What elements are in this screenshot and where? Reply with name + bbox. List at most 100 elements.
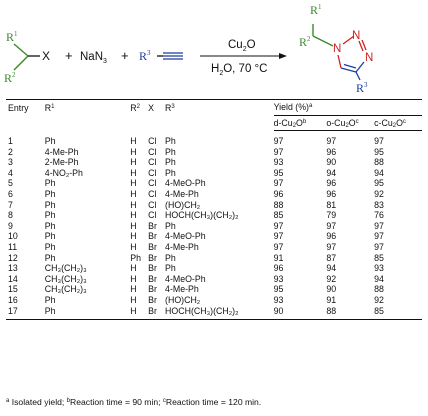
- cell-r1: Ph: [44, 220, 56, 231]
- cell-r3: Ph: [165, 135, 176, 146]
- cell-r2: Ph: [130, 252, 142, 263]
- cell-x: Cl: [148, 157, 157, 168]
- alkyne-r3-label: R3: [139, 49, 151, 63]
- cell-r3: 4-Me-Ph: [165, 188, 199, 199]
- reaction-arrow: [200, 53, 287, 59]
- cell-r3: Ph: [165, 167, 176, 178]
- cell-yield-c-cu2o: 97: [374, 231, 384, 242]
- cell-r3: 4-Me-Ph: [165, 284, 199, 295]
- cell-r2: H: [130, 167, 137, 178]
- cell-yield-d-cu2o: 97: [273, 146, 284, 157]
- results-table: Entry R1 R2 X R3 Yield (%)a d-Cu2Ob o-Cu…: [6, 99, 422, 321]
- col-header-r2: R2: [130, 99, 149, 131]
- table-subheader-row: d-Cu2Ob o-Cu2Oc c-Cu2Oc: [6, 115, 422, 131]
- triazole-n2: N: [352, 30, 360, 42]
- table-header-row: Entry R1 R2 X R3 Yield (%)a: [6, 99, 422, 131]
- cell-x: Br: [148, 294, 157, 305]
- cell-yield-c-cu2o: 97: [374, 241, 384, 252]
- cell-yield-o-cu2o: 91: [326, 294, 337, 305]
- cell-yield-d-cu2o: 97: [273, 220, 284, 231]
- cell-x: Br: [148, 241, 157, 252]
- cell-yield-o-cu2o: 97: [326, 136, 337, 146]
- cell-x: Cl: [148, 135, 157, 146]
- cell-r1: Ph: [44, 188, 56, 199]
- cell-yield-c-cu2o: 95: [374, 178, 384, 189]
- cell-yield-d-cu2o: 90: [273, 305, 327, 321]
- cell-yield-o-cu2o: 81: [326, 199, 337, 210]
- cell-x: Br: [148, 273, 157, 284]
- cell-yield-c-cu2o: 92: [374, 294, 384, 305]
- cell-yield-c-cu2o: 94: [374, 167, 384, 178]
- cell-r2: H: [130, 178, 137, 189]
- cell-x: Br: [148, 220, 157, 231]
- cell-yield-o-cu2o: 92: [326, 273, 337, 284]
- cell-r3: Ph: [165, 252, 176, 263]
- reaction-scheme-drawing: R1 R2 X + NaN3 + R3 Cu2O H2O, 70 °C R1 R…: [4, 3, 373, 95]
- cell-yield-c-cu2o: 97: [374, 220, 384, 231]
- cell-r1: Ph: [44, 231, 56, 242]
- cell-entry: 1: [8, 135, 13, 146]
- cell-entry: 6: [8, 188, 13, 199]
- cell-r3: Ph: [165, 146, 176, 157]
- cell-entry: 15: [8, 284, 18, 295]
- col-header-d-cu2o: d-Cu2Ob: [273, 115, 327, 131]
- cell-yield-d-cu2o: 93: [273, 273, 284, 284]
- cell-yield-c-cu2o: 83: [374, 199, 384, 210]
- triazole-n3: N: [365, 52, 373, 64]
- cell-r1: Ph: [44, 294, 56, 305]
- cell-r2: H: [130, 188, 137, 199]
- cell-entry: 7: [8, 199, 13, 210]
- cell-x: Cl: [148, 199, 157, 210]
- cell-r1: Ph: [44, 178, 56, 189]
- cell-x: Cl: [148, 210, 157, 221]
- product-r2-label: R2: [299, 35, 311, 49]
- cell-yield-o-cu2o: 90: [326, 157, 337, 168]
- cell-r2: H: [130, 135, 137, 146]
- cell-r1: 2-Me-Ph: [44, 157, 79, 168]
- cell-r3: 4-MeO-Ph: [165, 178, 206, 189]
- col-header-r1: R1: [44, 99, 131, 131]
- cell-yield-d-cu2o: 97: [273, 178, 284, 189]
- cell-yield-c-cu2o: 93: [374, 263, 384, 274]
- cell-yield-d-cu2o: 96: [273, 188, 284, 199]
- cell-entry: 16: [8, 294, 18, 305]
- cell-r1: Ph: [44, 210, 56, 221]
- sodium-azide-label: NaN3: [80, 51, 107, 65]
- reactant-r1-label: R1: [6, 30, 18, 44]
- product-r1-label: R1: [310, 3, 322, 17]
- cell-yield-d-cu2o: 85: [273, 210, 284, 221]
- cell-x: Br: [148, 284, 157, 295]
- cell-r3: (HO)CH₂: [165, 199, 201, 210]
- cell-x: Cl: [148, 167, 157, 178]
- cell-entry: 4: [8, 167, 13, 178]
- cell-r1: CH₃(CH₂)₃: [44, 284, 87, 295]
- cell-r3: Ph: [165, 263, 176, 274]
- col-header-o-cu2o: o-Cu2Oc: [326, 115, 375, 131]
- cell-r2: H: [130, 231, 137, 242]
- alkyne-triple-bond: [163, 52, 183, 60]
- cell-r2: H: [130, 305, 149, 321]
- cell-yield-o-cu2o: 97: [326, 220, 337, 231]
- cell-yield-o-cu2o: 94: [326, 167, 337, 178]
- cell-yield-o-cu2o: 94: [326, 263, 337, 274]
- cell-r3: (HO)CH₂: [165, 294, 201, 305]
- cell-yield-c-cu2o: 76: [374, 210, 384, 221]
- cell-r1: Ph: [44, 135, 56, 146]
- cell-r3: HOCH(CH₃)(CH₂)₂: [165, 305, 274, 321]
- cell-r2: H: [130, 294, 137, 305]
- cell-r2: H: [130, 157, 137, 168]
- cell-entry: 3: [8, 157, 13, 168]
- reaction-scheme: R1 R2 X + NaN3 + R3 Cu2O H2O, 70 °C R1 R…: [0, 0, 428, 100]
